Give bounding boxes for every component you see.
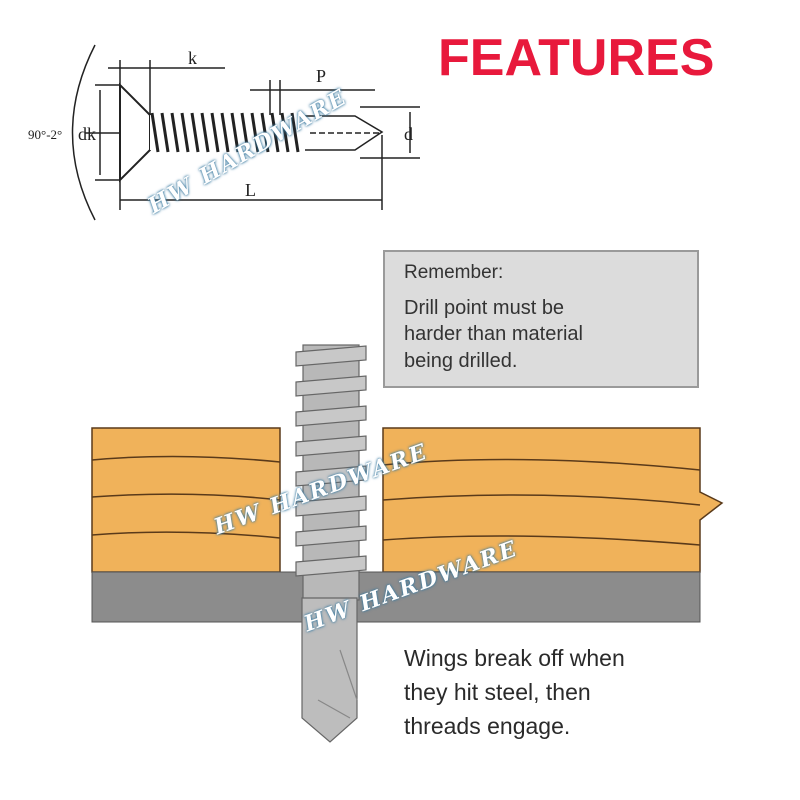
label-k: k [188, 48, 197, 68]
remember-callout [383, 250, 699, 388]
steel-plate [91, 571, 701, 623]
features-heading: FEATURES [438, 29, 715, 87]
callout-title: Remember: [404, 262, 504, 283]
callout-line: being drilled. [404, 350, 518, 372]
wood-plank-left [91, 427, 281, 573]
label-dk: dk [78, 124, 96, 144]
label-p: P [316, 66, 326, 86]
wood-plank-right [382, 427, 724, 573]
callout-line: Drill point must be [404, 297, 565, 319]
label-angle: 90°-2° [28, 127, 62, 142]
label-d: d [404, 124, 413, 144]
caption-line: threads engage. [404, 713, 571, 739]
label-l: L [245, 180, 256, 200]
screw-dimension-drawing [71, 44, 420, 221]
self-drilling-screw [295, 344, 367, 743]
dimension-labels: k P dk d L 90°-2° [28, 48, 413, 200]
caption-line: they hit steel, then [404, 679, 591, 705]
callout-line: harder than material [404, 323, 583, 345]
caption-line: Wings break off when [404, 645, 625, 671]
